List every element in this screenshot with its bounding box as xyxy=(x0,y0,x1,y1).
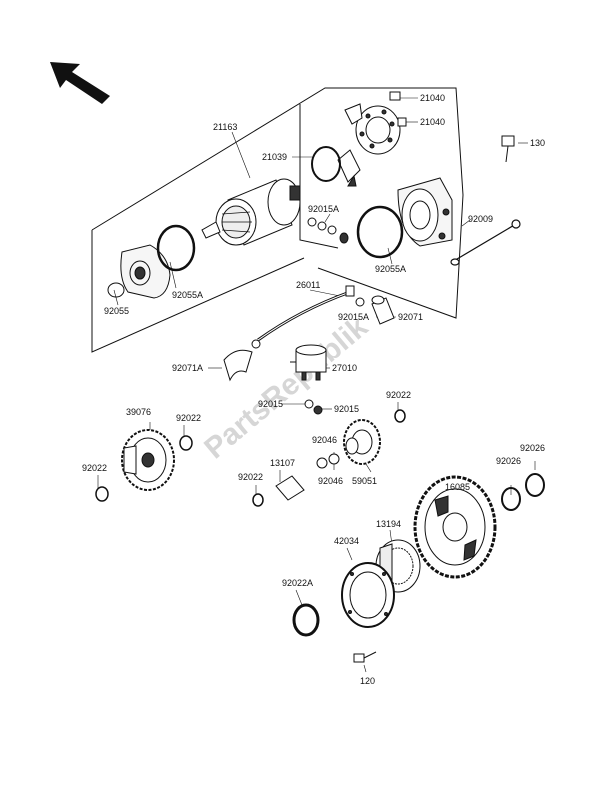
starter-relay-27010 xyxy=(290,344,327,381)
label-92015-right: 92015 xyxy=(334,404,359,414)
idler-gear-39076 xyxy=(121,429,175,491)
label-92022-d: 92022 xyxy=(82,463,107,473)
starter-sprocket-16085 xyxy=(413,475,497,579)
o-ring-92055a-right xyxy=(356,205,404,259)
nut-92015a-mid xyxy=(355,297,365,307)
starter-motor xyxy=(201,178,301,246)
label-92046-a: 92046 xyxy=(312,435,337,445)
label-21040-a: 21040 xyxy=(420,93,445,103)
washer-92022-d xyxy=(252,493,264,507)
starter-rear-cover xyxy=(120,244,171,299)
label-13107: 13107 xyxy=(270,458,295,468)
washer-92026-a xyxy=(501,487,521,511)
part-labels: 21163 21040 21040 130 21039 92015A 92009… xyxy=(82,93,545,686)
washers-92015a-top xyxy=(307,217,349,244)
washer-92022a xyxy=(292,603,320,637)
label-92022a: 92022A xyxy=(282,578,313,588)
label-92026-b: 92026 xyxy=(520,443,545,453)
washer-92022-a xyxy=(394,409,406,423)
label-130: 130 xyxy=(530,138,545,148)
nut-92015-left xyxy=(304,399,314,409)
front-direction-arrow-icon xyxy=(50,62,110,104)
label-21163: 21163 xyxy=(213,122,237,132)
gear-59051 xyxy=(343,419,381,465)
o-ring-92055a-left xyxy=(156,224,196,272)
clutch-housing-42034 xyxy=(341,562,395,628)
nut-92015-right xyxy=(313,405,323,415)
terminal-cap-92071 xyxy=(371,295,395,325)
label-92015a-top: 92015A xyxy=(308,204,339,214)
label-92015a-mid: 92015A xyxy=(338,312,369,322)
label-92026-a: 92026 xyxy=(496,456,521,466)
label-21039: 21039 xyxy=(262,152,287,162)
starter-front-cover xyxy=(397,177,453,247)
bolt-120 xyxy=(353,651,377,663)
brush-holder-assembly xyxy=(337,91,407,187)
o-ring-92055 xyxy=(107,282,125,298)
label-92022-a: 92022 xyxy=(386,390,411,400)
starter-assembly-outline xyxy=(91,87,464,353)
washer-92026-b xyxy=(525,473,545,497)
label-92071a: 92071A xyxy=(172,363,203,373)
label-21040-b: 21040 xyxy=(420,117,445,127)
label-16085: 16085 xyxy=(445,482,470,492)
bolt-130 xyxy=(501,135,515,163)
label-92022-b: 92022 xyxy=(176,413,201,423)
rubber-boot-92071a xyxy=(223,349,253,382)
label-27010: 27010 xyxy=(332,363,357,373)
label-26011: 26011 xyxy=(296,280,320,290)
brush-plate-21039 xyxy=(311,146,341,182)
label-92046-b: 92046 xyxy=(318,476,343,486)
label-42034: 42034 xyxy=(334,536,359,546)
label-92055a-right: 92055A xyxy=(375,264,406,274)
label-92009: 92009 xyxy=(468,214,493,224)
starter-cable-26011 xyxy=(251,285,355,349)
label-92071: 92071 xyxy=(398,312,423,322)
washer-92022-b xyxy=(179,435,193,451)
label-59051: 59051 xyxy=(352,476,377,486)
long-bolt-92009 xyxy=(450,219,521,266)
label-92022-c: 92022 xyxy=(238,472,263,482)
label-13194: 13194 xyxy=(376,519,401,529)
leader-lines xyxy=(97,97,536,673)
label-92015-left: 92015 xyxy=(258,399,283,409)
shaft-13107 xyxy=(275,475,305,501)
label-39076: 39076 xyxy=(126,407,151,417)
label-120: 120 xyxy=(360,676,375,686)
bearing-92046-a xyxy=(316,457,328,469)
label-92055a-left: 92055A xyxy=(172,290,203,300)
washer-92022-c xyxy=(95,486,109,502)
bearing-92046-b xyxy=(328,453,340,465)
label-92055: 92055 xyxy=(104,306,129,316)
